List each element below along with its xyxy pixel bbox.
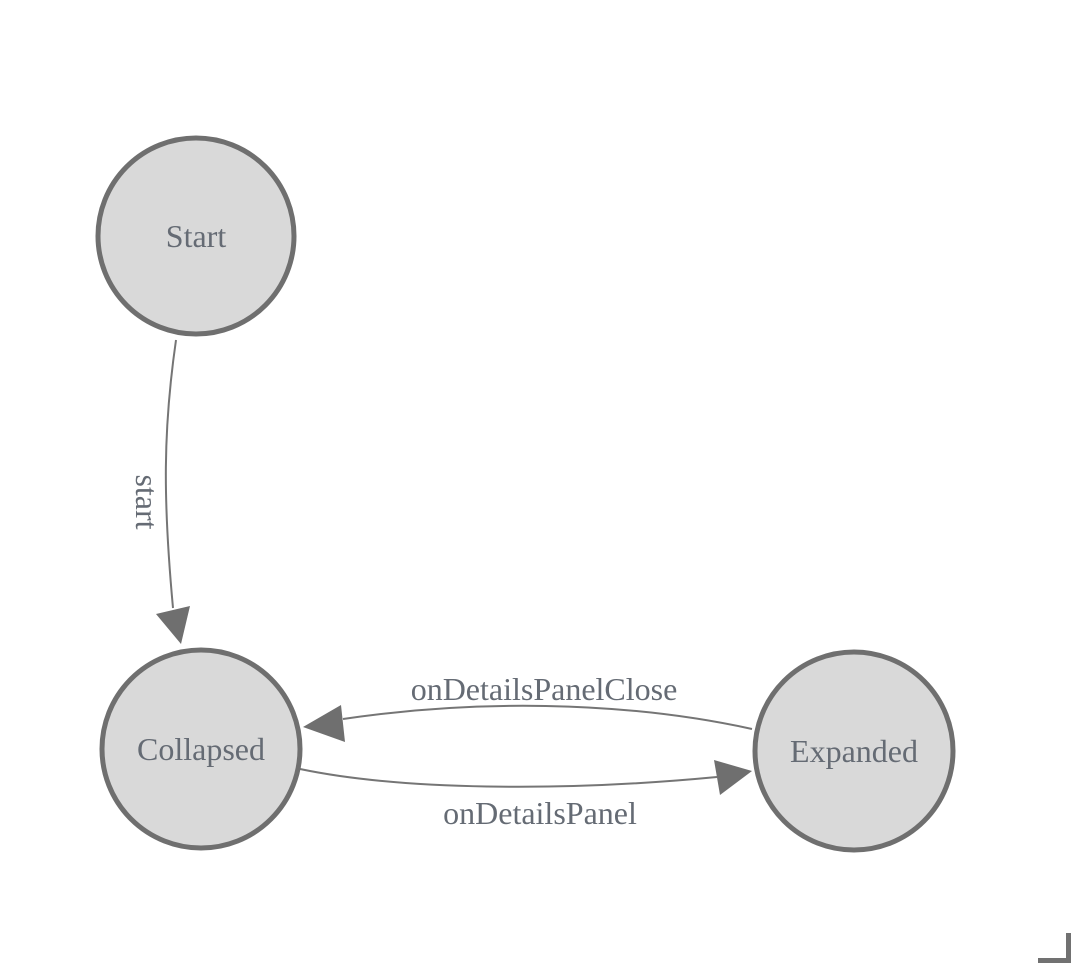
edge-label-start: start — [129, 474, 165, 529]
node-collapsed-circle[interactable] — [99, 647, 303, 851]
node-expanded-label: Expanded — [790, 733, 918, 769]
node-expanded-circle[interactable] — [752, 649, 956, 853]
edge-expanded-to-collapsed: onDetailsPanelClose — [303, 671, 753, 742]
edge-line-ondetailspanel — [299, 768, 718, 788]
corner-vertical-bar — [1066, 933, 1071, 963]
node-collapsed[interactable]: Collapsed — [99, 647, 303, 851]
node-collapsed-label: Collapsed — [137, 731, 265, 767]
corner-horizontal-bar — [1038, 958, 1071, 963]
edge-line-start — [164, 339, 177, 609]
arrowhead-into-collapsed-top — [156, 606, 190, 644]
arrowhead-into-collapsed-right — [303, 705, 345, 742]
edge-line-ondetailspanelclose — [342, 704, 753, 730]
edge-label-ondetailspanelclose: onDetailsPanelClose — [411, 671, 678, 707]
node-start-circle[interactable] — [95, 135, 297, 337]
edge-label-ondetailspanel: onDetailsPanel — [443, 795, 637, 831]
node-start-label: Start — [166, 218, 227, 254]
node-expanded[interactable]: Expanded — [752, 649, 956, 853]
node-start[interactable]: Start — [95, 135, 297, 337]
arrowhead-into-expanded-left — [714, 760, 752, 795]
edge-start-to-collapsed: start — [129, 339, 190, 644]
edge-collapsed-to-expanded: onDetailsPanel — [299, 760, 752, 831]
panel-corner-resize-handle[interactable] — [1038, 933, 1071, 963]
